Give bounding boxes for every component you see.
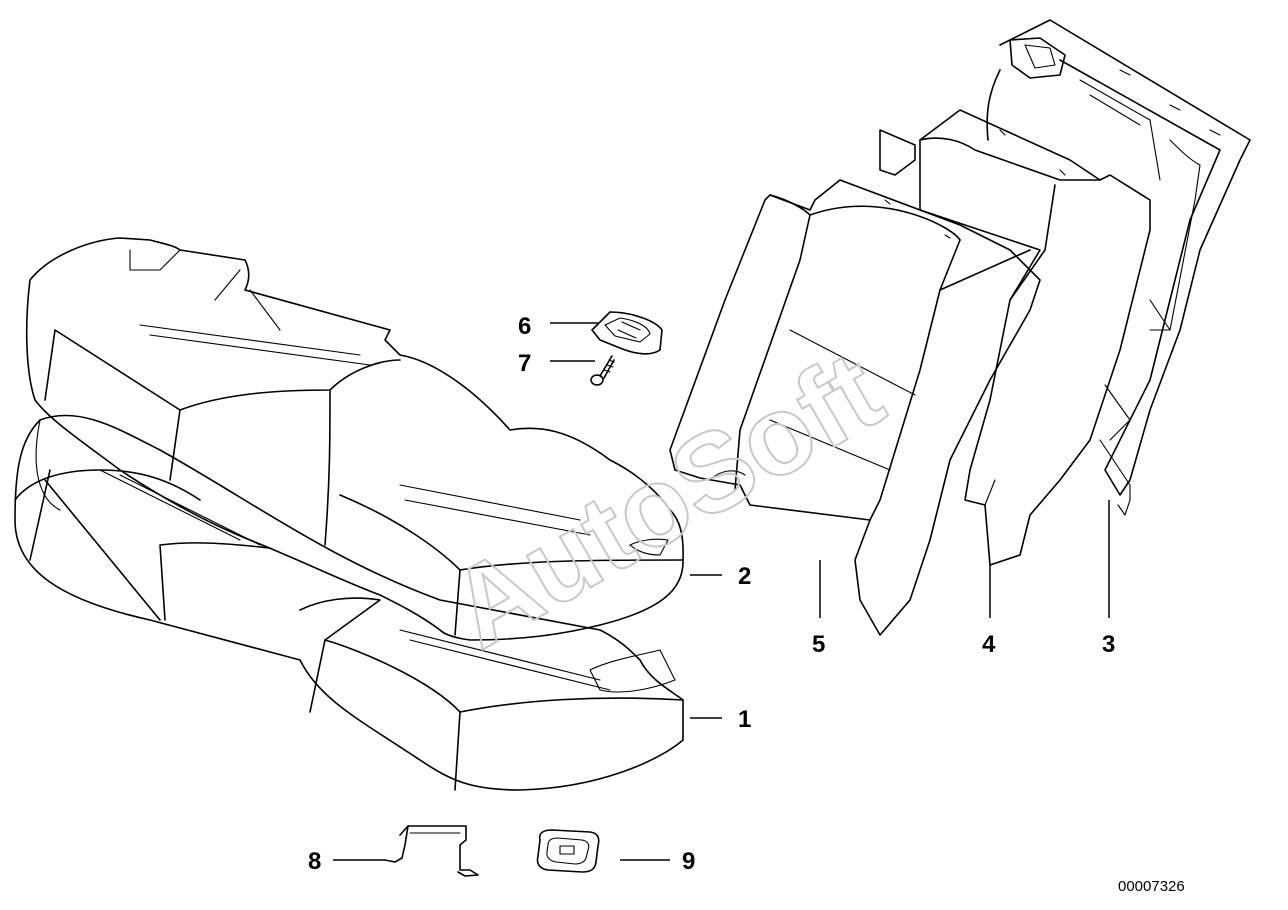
callout-8: 8 bbox=[308, 848, 321, 875]
part-3-backrest-frame[interactable] bbox=[986, 19, 1251, 516]
leader-lines bbox=[333, 322, 1110, 861]
callout-9: 9 bbox=[682, 848, 695, 875]
callout-1: 1 bbox=[738, 706, 751, 733]
part-9-trim-cover[interactable] bbox=[536, 829, 600, 873]
part-5-backrest-cover[interactable] bbox=[669, 129, 1041, 636]
part-7-screw[interactable] bbox=[590, 355, 615, 386]
callout-labels: 1 2 3 4 5 6 7 8 9 bbox=[308, 313, 1115, 875]
callout-2: 2 bbox=[738, 563, 751, 590]
part-8-bracket[interactable] bbox=[384, 825, 479, 877]
callout-7: 7 bbox=[518, 350, 531, 377]
part-4-backrest-pad-right[interactable] bbox=[919, 109, 1151, 566]
callout-3: 3 bbox=[1102, 631, 1115, 658]
document-number: 00007326 bbox=[1118, 878, 1185, 895]
part-6-clip[interactable] bbox=[591, 311, 663, 355]
callout-4: 4 bbox=[982, 631, 996, 658]
watermark: AutoSoft bbox=[430, 327, 902, 672]
callout-5: 5 bbox=[812, 631, 825, 658]
part-1-seat-cushion-lower[interactable] bbox=[14, 414, 684, 791]
callout-6: 6 bbox=[518, 313, 531, 340]
part-2-seat-cushion-cover[interactable] bbox=[25, 237, 684, 641]
